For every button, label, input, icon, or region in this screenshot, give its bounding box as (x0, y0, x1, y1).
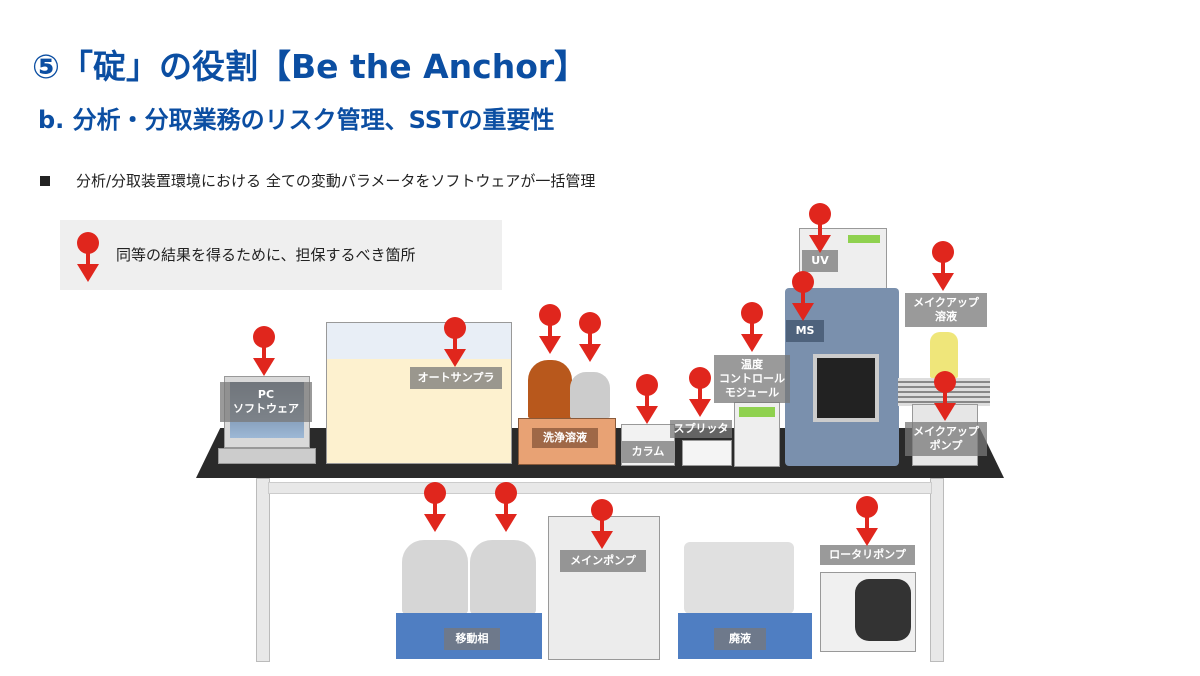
ms-unit (785, 288, 899, 466)
label-wash-solution: 洗浄溶液 (532, 428, 598, 448)
page-subtitle: b. 分析・分取業務のリスク管理、SSTの重要性 (38, 106, 555, 134)
pin-marker-icon (934, 371, 956, 423)
bench-leg (256, 478, 270, 662)
label-ms: MS (786, 320, 824, 342)
bullet-label: 分析/分取装置環境における 全ての変動パラメータをソフトウェアが一括管理 (76, 172, 596, 190)
pin-marker-icon (579, 312, 601, 364)
pin-marker-icon (591, 499, 613, 551)
pin-marker-icon (539, 304, 561, 356)
pin-icon (77, 232, 99, 284)
label-temp-module: 温度 コントロール モジュール (714, 355, 790, 403)
pin-marker-icon (809, 203, 831, 255)
legend-label: 同等の結果を得るために、担保するべき箇所 (116, 246, 416, 264)
bullet-square-icon (40, 176, 50, 186)
label-main-pump: メインポンプ (560, 550, 646, 572)
bullet-text: 分析/分取装置環境における 全ての変動パラメータをソフトウェアが一括管理 (40, 170, 595, 191)
label-rotary-pump: ロータリポンプ (820, 545, 915, 565)
temp-module-unit (734, 402, 780, 467)
label-makeup-solution: メイクアップ 溶液 (905, 293, 987, 327)
label-makeup-pump: メイクアップ ポンプ (905, 422, 987, 456)
pin-marker-icon (424, 482, 446, 534)
autosampler-unit (326, 322, 512, 464)
page-title: ⑤「碇」の役割【Be the Anchor】 (32, 47, 588, 86)
pin-marker-icon (741, 302, 763, 354)
pin-marker-icon (792, 271, 814, 323)
label-splitter: スプリッタ (670, 420, 732, 438)
makeup-bottle (930, 332, 958, 378)
pin-marker-icon (636, 374, 658, 426)
bench-leg (930, 478, 944, 662)
pin-marker-icon (856, 496, 878, 548)
splitter-unit (682, 440, 732, 466)
label-pc-software: PC ソフトウェア (220, 382, 312, 422)
rotary-pump-unit (820, 572, 916, 652)
label-uv: UV (802, 250, 838, 272)
pc-keyboard (218, 448, 316, 464)
label-mobile-phase: 移動相 (444, 628, 500, 650)
waste-tank (684, 542, 794, 614)
label-column: カラム (622, 441, 674, 463)
clear-bottle (570, 372, 610, 418)
bench-rail (268, 482, 932, 494)
pin-marker-icon (495, 482, 517, 534)
pin-marker-icon (253, 326, 275, 378)
legend-box: 同等の結果を得るために、担保するべき箇所 (60, 220, 502, 290)
mobile-bottle (470, 540, 536, 614)
pin-marker-icon (444, 317, 466, 369)
amber-bottle (528, 360, 572, 418)
pin-marker-icon (689, 367, 711, 419)
label-waste: 廃液 (714, 628, 766, 650)
pin-marker-icon (932, 241, 954, 293)
mobile-bottle (402, 540, 468, 614)
label-autosampler: オートサンプラ (410, 367, 502, 389)
